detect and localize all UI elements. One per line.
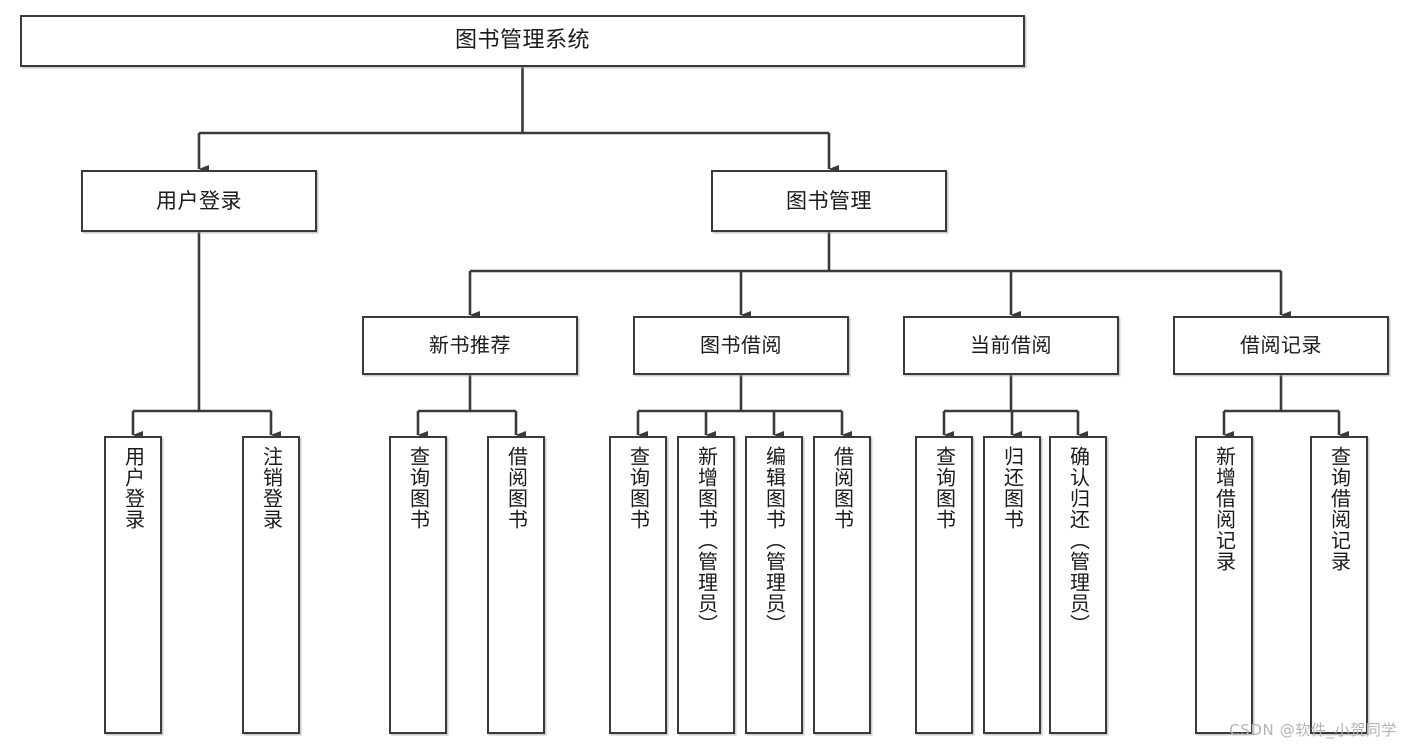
- node-new-book-recommend[interactable]: 新书推荐: [362, 316, 578, 375]
- leaf-add-borrow-record-label: 新增借阅记录: [1212, 446, 1237, 572]
- leaf-query-book-borrow[interactable]: 查询图书: [609, 436, 667, 734]
- leaf-user-login-label: 用户登录: [121, 446, 146, 530]
- leaf-query-book-borrow-label: 查询图书: [626, 446, 651, 530]
- leaf-query-book-rec[interactable]: 查询图书: [389, 436, 447, 734]
- leaf-query-book-rec-label: 查询图书: [406, 446, 431, 530]
- node-book-manage-label: 图书管理: [786, 188, 872, 213]
- leaf-return-book[interactable]: 归还图书: [983, 436, 1041, 734]
- leaf-query-book-current[interactable]: 查询图书: [915, 436, 973, 734]
- leaf-borrow-book-rec-label: 借阅图书: [504, 446, 529, 530]
- leaf-edit-book-label: 编辑图书（管理员）: [762, 446, 787, 635]
- node-current-borrow-label: 当前借阅: [970, 332, 1052, 357]
- leaf-logout[interactable]: 注销登录: [242, 436, 300, 734]
- leaf-confirm-return-label: 确认归还（管理员）: [1066, 446, 1091, 635]
- leaf-borrow-book[interactable]: 借阅图书: [813, 436, 871, 734]
- watermark: CSDN @软件_小贺同学: [1229, 721, 1397, 739]
- node-book-manage[interactable]: 图书管理: [711, 170, 947, 232]
- node-new-book-recommend-label: 新书推荐: [429, 332, 511, 357]
- leaf-query-book-current-label: 查询图书: [932, 446, 957, 530]
- leaf-borrow-book-rec[interactable]: 借阅图书: [487, 436, 545, 734]
- leaf-logout-label: 注销登录: [259, 446, 284, 530]
- leaf-edit-book[interactable]: 编辑图书（管理员）: [745, 436, 803, 734]
- leaf-confirm-return[interactable]: 确认归还（管理员）: [1049, 436, 1107, 734]
- leaf-borrow-book-label: 借阅图书: [830, 446, 855, 530]
- node-root-label: 图书管理系统: [454, 28, 590, 54]
- node-borrow-record[interactable]: 借阅记录: [1173, 316, 1389, 375]
- node-user-login-label: 用户登录: [156, 188, 242, 213]
- node-user-login[interactable]: 用户登录: [81, 170, 317, 232]
- node-book-borrow[interactable]: 图书借阅: [633, 316, 849, 375]
- node-root[interactable]: 图书管理系统: [20, 15, 1025, 67]
- leaf-return-book-label: 归还图书: [1000, 446, 1025, 530]
- node-book-borrow-label: 图书借阅: [700, 332, 782, 357]
- leaf-query-borrow-record[interactable]: 查询借阅记录: [1310, 436, 1368, 734]
- leaf-add-book-label: 新增图书（管理员）: [694, 446, 719, 635]
- node-borrow-record-label: 借阅记录: [1240, 332, 1322, 357]
- leaf-add-book[interactable]: 新增图书（管理员）: [677, 436, 735, 734]
- leaf-user-login[interactable]: 用户登录: [104, 436, 162, 734]
- leaf-add-borrow-record[interactable]: 新增借阅记录: [1195, 436, 1253, 734]
- node-current-borrow[interactable]: 当前借阅: [903, 316, 1119, 375]
- leaf-query-borrow-record-label: 查询借阅记录: [1327, 446, 1352, 572]
